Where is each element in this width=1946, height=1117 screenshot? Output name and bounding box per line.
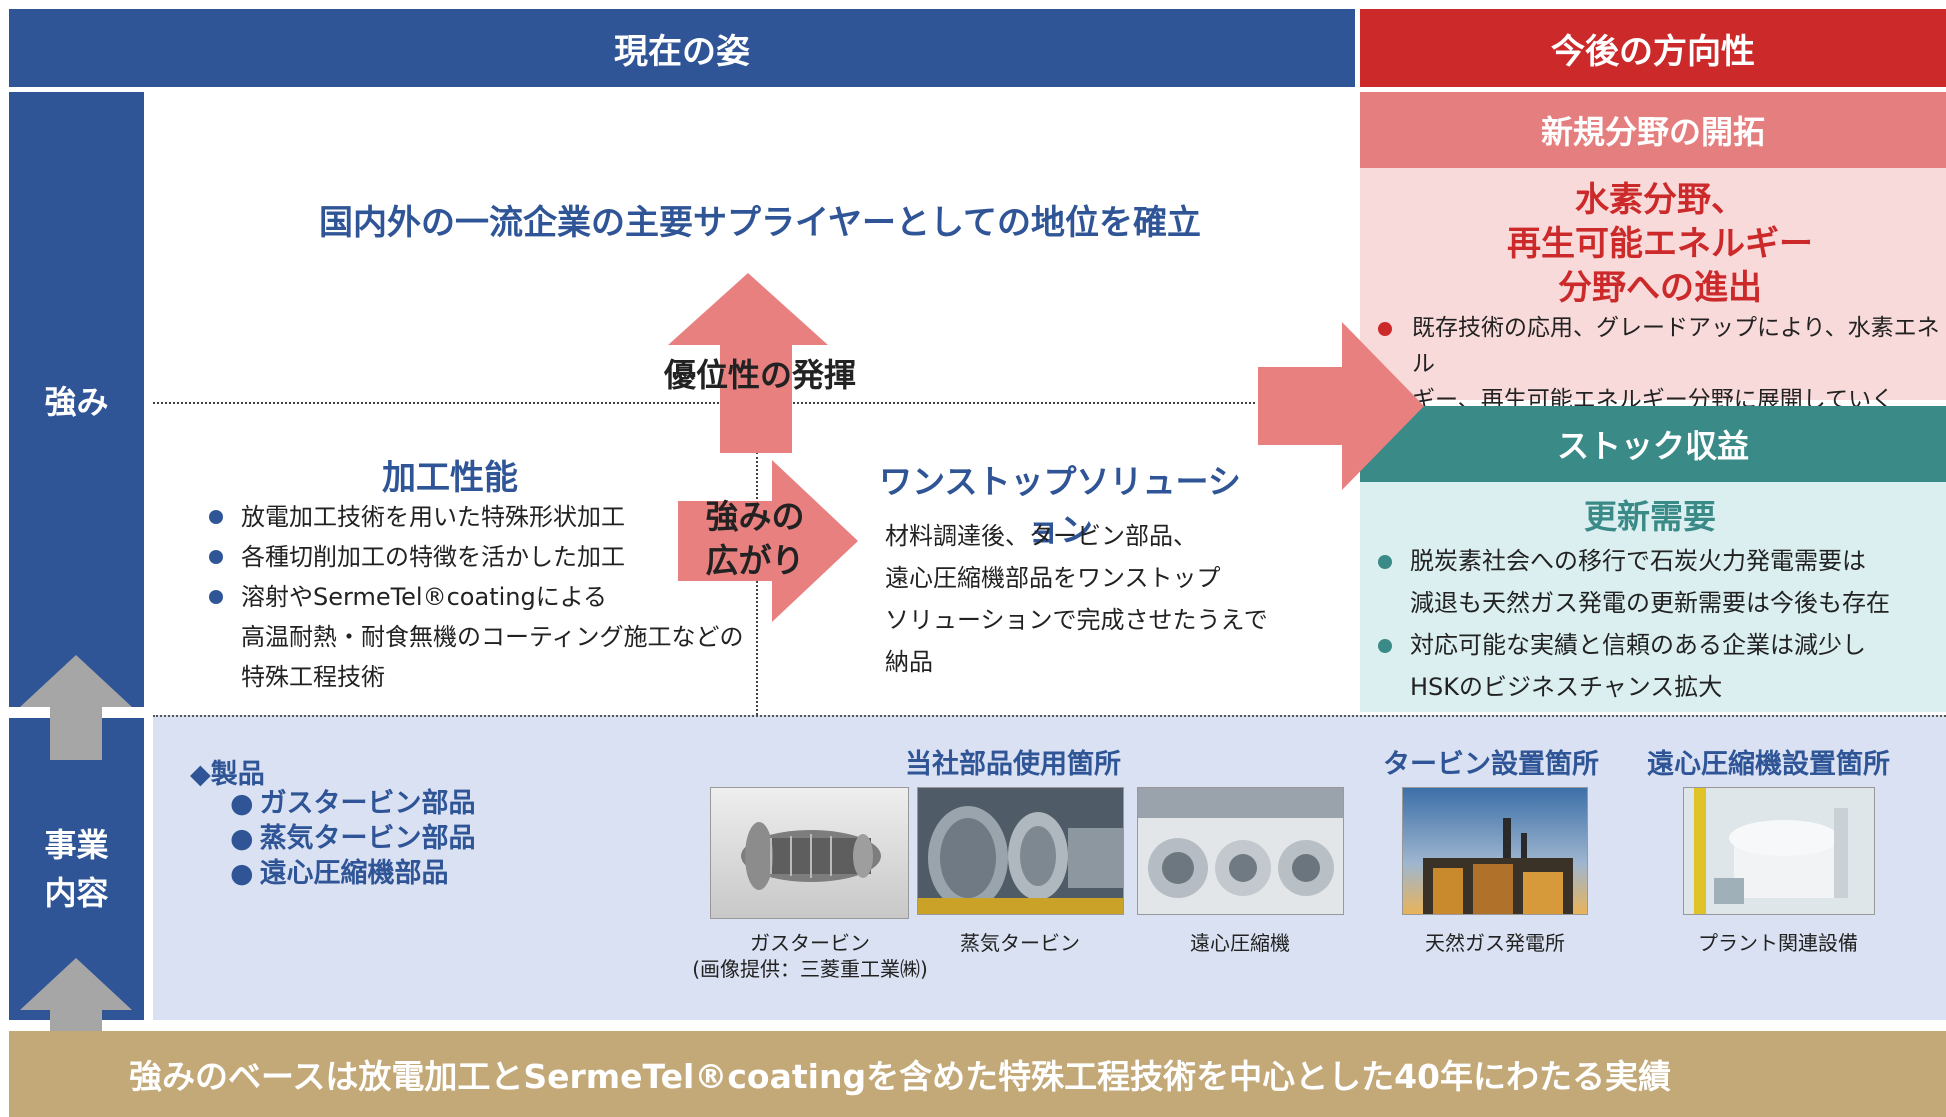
new-field-bullet-text: 既存技術の応用、グレードアップにより、水素エネル — [1412, 315, 1940, 377]
stock-bullet-text: 減退も天然ガス発電の更新需要は今後も存在 — [1410, 589, 1890, 617]
turbine-site-title: タービン設置箇所 — [1383, 749, 1599, 780]
product-item-text: 遠心圧縮機部品 — [259, 858, 449, 889]
new-field-header: 新規分野の開拓 — [1360, 92, 1946, 168]
product-item-text: ガスタービン部品 — [259, 788, 476, 819]
stock-bullet-text: HSKのビジネスチャンス拡大 — [1410, 673, 1723, 701]
product-item: ●蒸気タービン部品 — [230, 821, 476, 856]
processing-item-text: 溶射やSermeTel®coatingによる — [241, 583, 607, 611]
future-right-arrow — [1258, 322, 1424, 490]
spread-right-arrow — [678, 460, 858, 622]
new-field-bullets: 既存技術の応用、グレードアップにより、水素エネル ギー、再生可能エネルギー分野に… — [1374, 310, 1946, 418]
products-list: ●ガスタービン部品 ●蒸気タービン部品 ●遠心圧縮機部品 — [230, 786, 476, 891]
advantage-up-arrow — [668, 273, 828, 453]
base-foundation-bar: 強みのベースは放電加工とSermeTel®coatingを含めた特殊工程技術を中… — [9, 1031, 1946, 1117]
processing-item-text: 特殊工程技術 — [241, 663, 385, 691]
bullet-dot-icon — [1378, 639, 1392, 653]
one-stop-title: ワンストップソリューション — [879, 462, 1241, 549]
stock-bullet: 脱炭素社会への移行で石炭火力発電需要は — [1374, 540, 1946, 582]
gas-turbine-caption-line1: ガスタービン — [750, 931, 870, 955]
bullet-dot-icon — [1378, 322, 1392, 336]
processing-item-continued: 特殊工程技術 — [205, 657, 745, 697]
plant-equipment-illustration — [1684, 788, 1874, 914]
new-field-title-line: 分野への進出 — [1558, 268, 1762, 308]
bullet-dot-icon: ● — [230, 788, 254, 819]
steam-turbine-illustration — [918, 788, 1123, 914]
new-field-title-line: 再生可能エネルギー — [1507, 224, 1813, 264]
processing-item: 放電加工技術を用いた特殊形状加工 — [205, 497, 745, 537]
steam-turbine-caption: 蒸気タービン — [960, 931, 1080, 955]
processing-item: 溶射やSermeTel®coatingによる — [205, 577, 745, 617]
stock-bullets: 脱炭素社会への移行で石炭火力発電需要は 減退も天然ガス発電の更新需要は今後も存在… — [1374, 540, 1946, 708]
processing-item-text: 高温耐熱・耐食無機のコーティング施工などの — [241, 623, 744, 651]
new-field-panel — [1360, 168, 1946, 400]
processing-list: 放電加工技術を用いた特殊形状加工 各種切削加工の特徴を活かした加工 溶射やSer… — [205, 497, 745, 697]
processing-item-text: 各種切削加工の特徴を活かした加工 — [241, 543, 625, 571]
bullet-dot-icon — [209, 590, 223, 604]
product-item-text: 蒸気タービン部品 — [259, 823, 476, 854]
business-label-line2: 内容 — [44, 874, 109, 912]
bullet-dot-icon — [209, 510, 223, 524]
strength-divider-vertical — [756, 452, 758, 715]
bullet-dot-icon: ● — [230, 858, 254, 889]
gas-turbine-image — [710, 787, 909, 919]
stock-bullet-continued: 減退も天然ガス発電の更新需要は今後も存在 — [1374, 582, 1946, 624]
one-stop-description: 材料調達後、タービン部品、 遠心圧縮機部品をワンストップ ソリューションで完成さ… — [885, 515, 1285, 683]
gray-up-arrow-upper — [20, 655, 132, 760]
stock-revenue-header-text: ストック収益 — [1556, 427, 1749, 465]
advantage-label: 優位性の発揮 — [663, 356, 856, 394]
future-direction-label: 今後の方向性 — [1551, 31, 1755, 72]
gas-turbine-illustration — [741, 822, 881, 890]
renewal-demand-title: 更新需要 — [1584, 497, 1716, 536]
one-stop-line: 遠心圧縮機部品をワンストップ — [885, 564, 1221, 592]
bullet-dot-icon — [1378, 555, 1392, 569]
bullet-dot-icon: ● — [230, 823, 254, 854]
compressor-caption: 遠心圧縮機 — [1190, 931, 1290, 955]
current-state-label: 現在の姿 — [614, 31, 750, 72]
processing-item-continued: 高温耐熱・耐食無機のコーティング施工などの — [205, 617, 745, 657]
gas-turbine-caption-line2: (画像提供：三菱重工業㈱) — [692, 957, 928, 981]
stock-bullet-text: 脱炭素社会への移行で石炭火力発電需要は — [1410, 547, 1866, 575]
new-field-header-text: 新規分野の開拓 — [1540, 113, 1765, 151]
steam-turbine-image — [917, 787, 1124, 915]
future-direction-header: 今後の方向性 — [1360, 9, 1946, 87]
plant-equipment-image — [1683, 787, 1875, 915]
parts-usage-title: 当社部品使用箇所 — [905, 749, 1121, 780]
compressor-illustration — [1138, 788, 1343, 914]
strength-side-label: 強み — [9, 92, 144, 707]
new-field-bullet: 既存技術の応用、グレードアップにより、水素エネル — [1374, 310, 1946, 382]
spread-label: 強みの 広がり — [690, 495, 820, 583]
one-stop-line: ソリューションで完成させたうえで納品 — [885, 606, 1268, 676]
product-item: ●ガスタービン部品 — [230, 786, 476, 821]
compressor-image — [1137, 787, 1344, 915]
new-field-title: 水素分野、 再生可能エネルギー 分野への進出 — [1360, 178, 1946, 310]
stock-bullet: 対応可能な実績と信頼のある企業は減少し — [1374, 624, 1946, 666]
stock-revenue-header: ストック収益 — [1360, 406, 1946, 482]
power-plant-illustration — [1403, 788, 1587, 914]
compressor-site-title: 遠心圧縮機設置箇所 — [1647, 749, 1890, 780]
stock-revenue-panel — [1360, 482, 1946, 712]
processing-title: 加工性能 — [382, 458, 518, 498]
business-label-line1: 事業 — [44, 826, 109, 864]
main-title: 国内外の一流企業の主要サプライヤーとしての地位を確立 — [319, 203, 1201, 243]
one-stop-line: 材料調達後、タービン部品、 — [885, 522, 1197, 550]
base-foundation-text: 強みのベースは放電加工とSermeTel®coatingを含めた特殊工程技術を中… — [129, 1057, 1671, 1096]
gas-turbine-caption: ガスタービン (画像提供：三菱重工業㈱) — [670, 930, 950, 982]
power-plant-image — [1402, 787, 1588, 915]
spread-label-line1: 強みの — [705, 497, 805, 536]
product-item: ●遠心圧縮機部品 — [230, 856, 476, 891]
spread-label-line2: 広がり — [705, 541, 805, 580]
processing-item: 各種切削加工の特徴を活かした加工 — [205, 537, 745, 577]
stock-bullet-text: 対応可能な実績と信頼のある企業は減少し — [1410, 631, 1866, 659]
products-header: ◆製品 — [190, 759, 265, 790]
current-state-header: 現在の姿 — [9, 9, 1355, 87]
stock-bullet-continued: HSKのビジネスチャンス拡大 — [1374, 666, 1946, 708]
new-field-title-line: 水素分野、 — [1575, 180, 1745, 220]
power-plant-caption: 天然ガス発電所 — [1425, 931, 1565, 955]
strength-label-text: 強み — [44, 382, 109, 421]
plant-equipment-caption: プラント関連設備 — [1698, 931, 1858, 955]
processing-item-text: 放電加工技術を用いた特殊形状加工 — [241, 503, 625, 531]
bullet-dot-icon — [209, 550, 223, 564]
gray-up-arrow-lower — [20, 958, 132, 1063]
strength-divider-horizontal — [153, 402, 1255, 404]
